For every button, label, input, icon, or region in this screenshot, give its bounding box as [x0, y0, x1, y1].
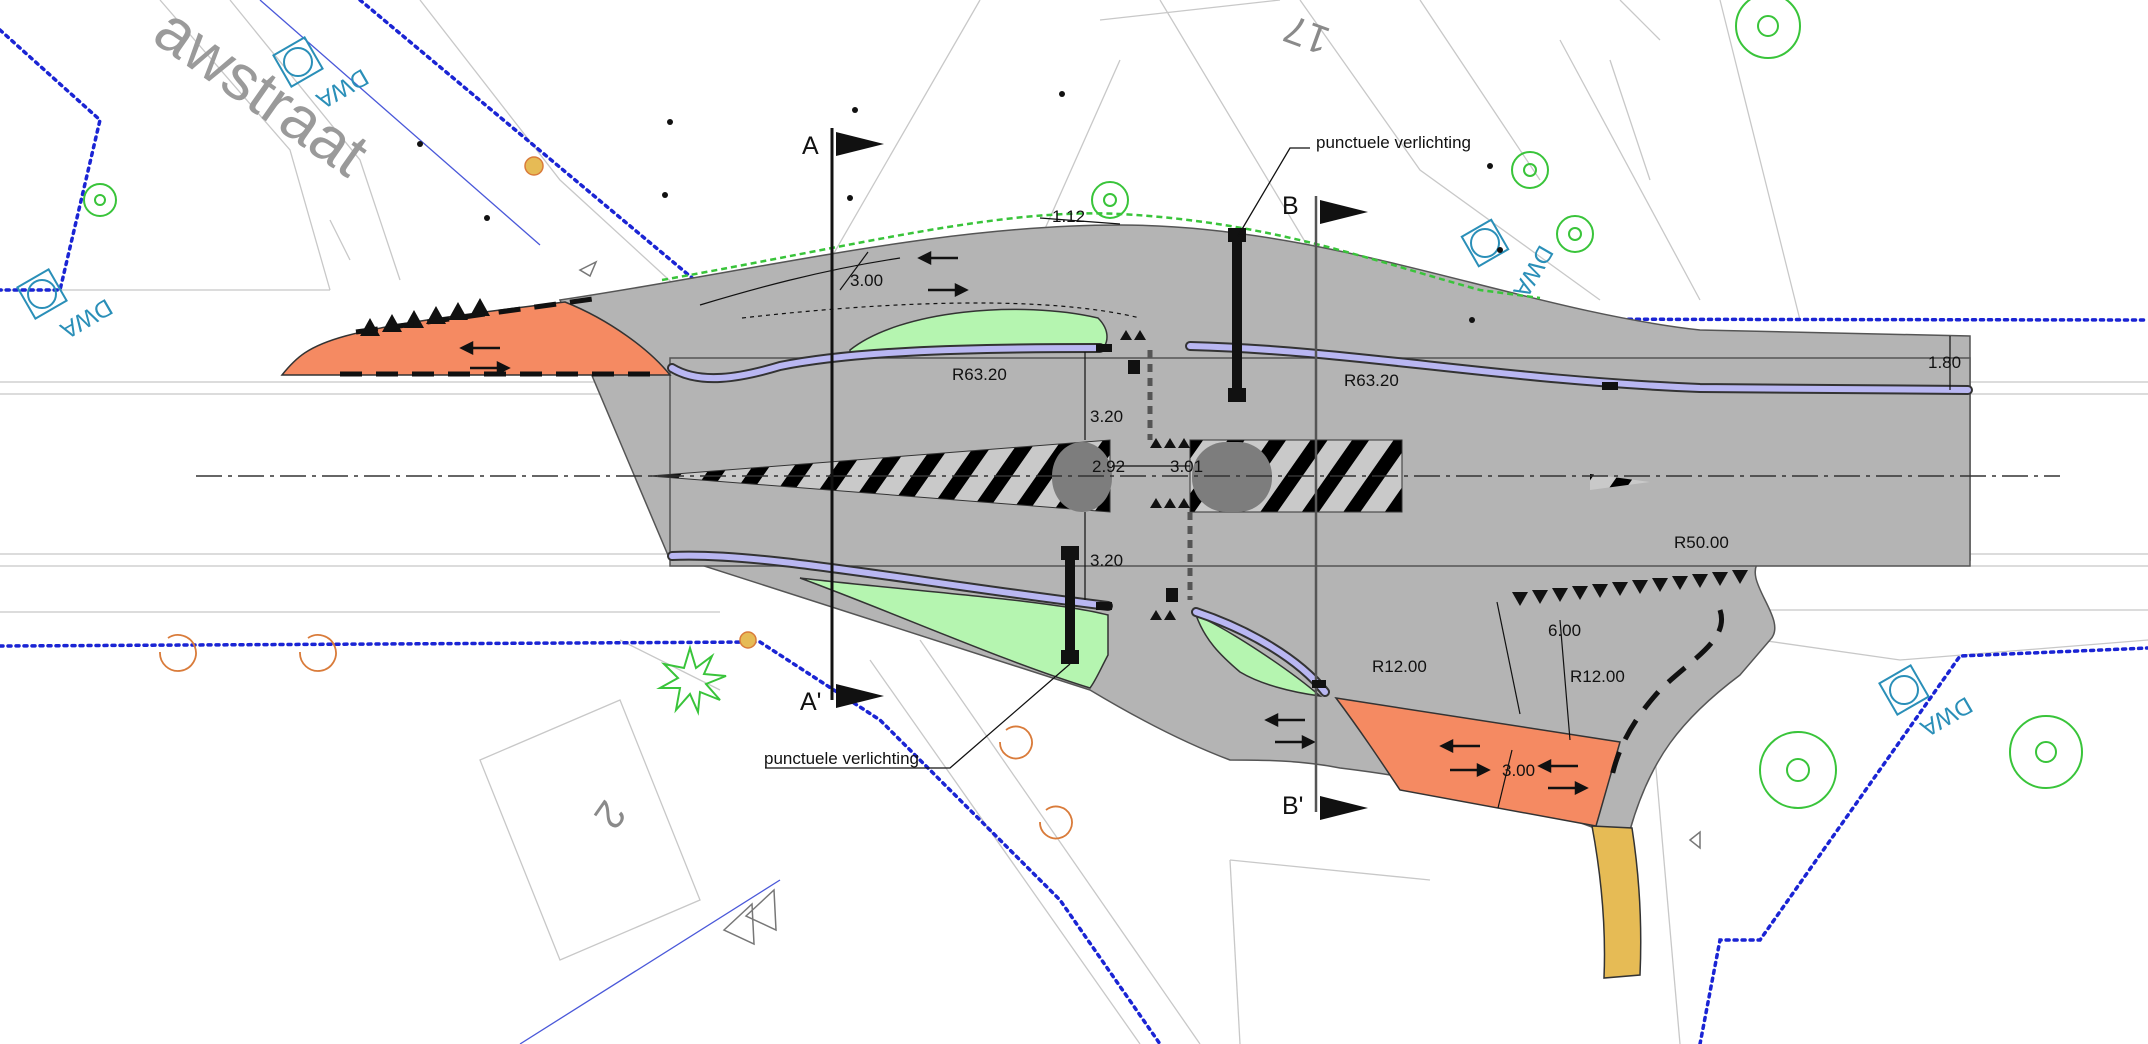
callout-lighting-top: punctuele verlichting — [1316, 133, 1471, 152]
utility-tag: DWA — [1507, 241, 1558, 302]
yellow-surface — [1591, 825, 1642, 979]
parcel-number-south: 2 — [585, 793, 634, 836]
dim-3-00-top: 3.00 — [850, 271, 883, 290]
median-east-tail — [1590, 474, 1650, 490]
radius-12-b: R12.00 — [1570, 667, 1625, 686]
green-island-southwest — [799, 577, 1109, 689]
pedestrian-crossing — [1147, 350, 1193, 600]
misc-symbols — [417, 91, 1618, 688]
section-label-b-bottom: B' — [1282, 792, 1303, 820]
section-label-a-bottom: A' — [800, 688, 821, 716]
callout-lighting-bottom: punctuele verlichting — [764, 749, 919, 768]
median-island-east — [1192, 442, 1272, 512]
dim-3-01: 3.01 — [1170, 457, 1203, 476]
radius-50: R50.00 — [1674, 533, 1729, 552]
dim-6-00: 6.00 — [1548, 621, 1581, 640]
edge-markings — [340, 295, 1725, 777]
dim-2-92: 2.92 — [1092, 457, 1125, 476]
dim-3-20-top: 3.20 — [1090, 407, 1123, 426]
section-lines — [830, 128, 1368, 820]
section-label-a-top: A — [802, 132, 819, 160]
green-island-southeast — [1194, 613, 1323, 698]
yellow-markers — [524, 156, 757, 649]
dim-3-20-bottom: 3.20 — [1090, 551, 1123, 570]
dim-3-00-bottom: 3.00 — [1502, 761, 1535, 780]
direction-arrows — [459, 250, 1589, 796]
dimension-lines — [699, 217, 1951, 809]
section-label-b-top: B — [1282, 192, 1299, 220]
radius-right: R63.20 — [1344, 371, 1399, 390]
dim-1-80: 1.80 — [1928, 353, 1961, 372]
median-island-west — [1052, 442, 1112, 512]
radius-left: R63.20 — [952, 365, 1007, 384]
utility-squares — [16, 36, 1930, 716]
trees — [83, 0, 2083, 809]
triangles — [578, 260, 1701, 946]
dim-1-12: 1.12 — [1052, 207, 1085, 226]
bike-lane — [667, 341, 1973, 697]
parcel-number-north: 17 — [1278, 6, 1335, 63]
callout-leaders — [765, 147, 1310, 769]
radius-12-a: R12.00 — [1372, 657, 1427, 676]
red-surface-southeast — [1334, 696, 1621, 827]
lighting-poles — [1061, 228, 1246, 664]
orange-markers — [159, 634, 1073, 840]
